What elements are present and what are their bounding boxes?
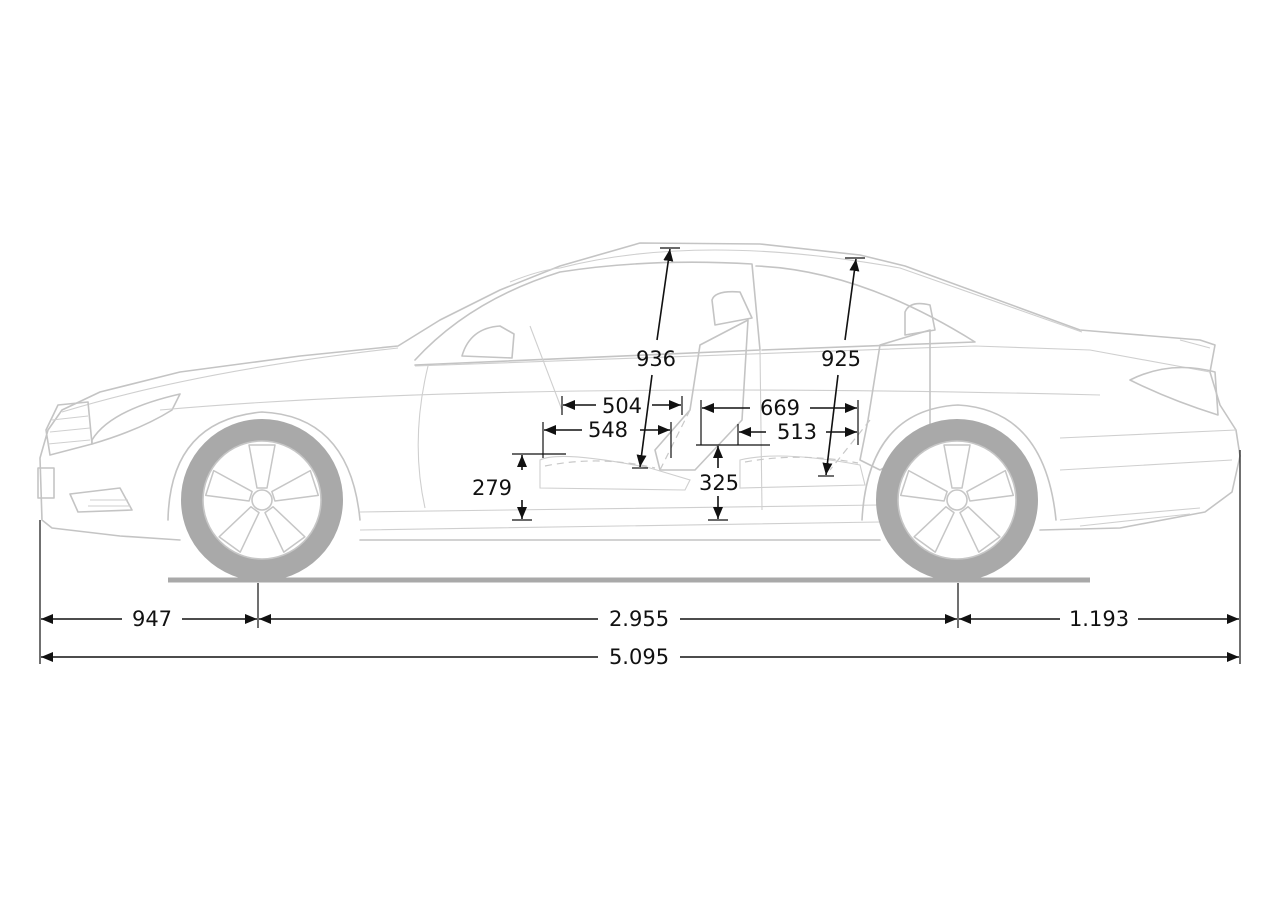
label-overall-length: 5.095 [609,645,669,669]
label-front-seat-depth: 504 [602,394,642,418]
label-front-legroom: 548 [588,418,628,442]
dim-front-headroom: 936 [636,248,676,468]
front-wheel [181,419,343,581]
dim-rear-seat-depth: 513 [739,420,857,444]
label-front-seat-height: 279 [472,476,512,500]
label-rear-legroom: 669 [760,396,800,420]
label-wheelbase: 2.955 [609,607,669,631]
rim-spoke [943,444,971,489]
dim-rear-overhang: 1.193 [959,607,1239,631]
rim-spoke [218,506,260,553]
dim-front-seat-height: 279 [472,455,527,519]
rim-spoke [264,506,306,553]
rim-spoke [966,469,1015,502]
seat-outlines [529,290,936,491]
rim-spoke [959,506,1001,553]
dim-overall-length: 5.095 [41,645,1239,669]
label-front-headroom: 936 [636,347,676,371]
dim-rear-seat-height: 325 [699,446,739,519]
dim-front-legroom: 548 [544,418,670,442]
rim-spoke [913,506,955,553]
rear-wheel [876,419,1038,581]
extension-lines [39,247,1241,664]
label-rear-seat-depth: 513 [777,420,817,444]
label-rear-headroom: 925 [821,347,861,371]
label-rear-overhang: 1.193 [1069,607,1129,631]
label-rear-seat-height: 325 [699,471,739,495]
dim-rear-legroom: 669 [702,396,857,420]
dim-front-overhang: 947 [41,607,257,631]
dim-rear-headroom: 925 [821,258,861,476]
rim-spoke [204,469,253,502]
car-side-outline [37,242,1241,541]
dim-front-seat-depth: 504 [563,394,681,418]
rim-spoke [271,469,320,502]
label-front-overhang: 947 [132,607,172,631]
dim-wheelbase: 2.955 [259,607,957,631]
rim-spoke [899,469,948,502]
rim-spoke [248,444,276,489]
